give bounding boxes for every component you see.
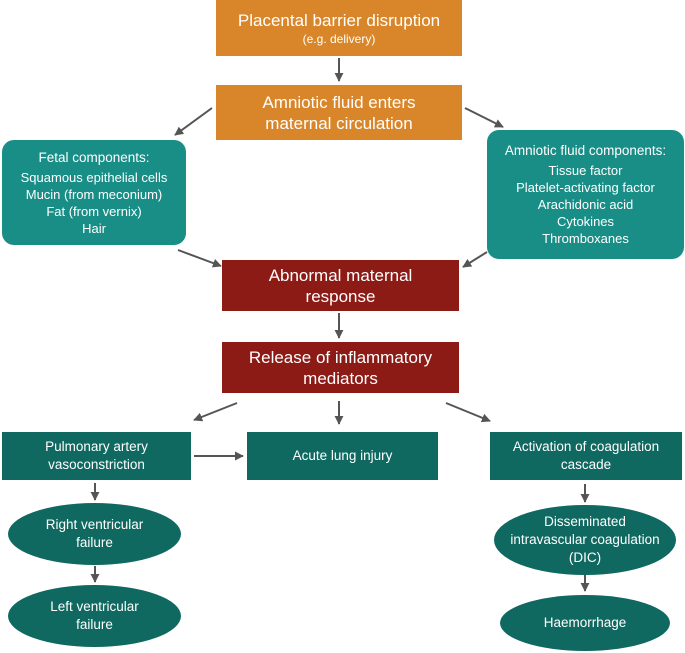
pulmonary-vasoconstriction-box: Pulmonary artery vasoconstriction	[2, 432, 191, 480]
pulmonary-line2: vasoconstriction	[48, 457, 145, 472]
amniotic-fluid-enters-box: Amniotic fluid enters maternal circulati…	[216, 85, 462, 140]
coagulation-cascade-box: Activation of coagulation cascade	[490, 432, 682, 480]
lvf-line1: Left ventricular	[50, 599, 139, 614]
fetal-item: Hair	[82, 220, 106, 236]
abnormal-maternal-response-box: Abnormal maternal response	[222, 260, 459, 311]
amniotic-enters-line1: Amniotic fluid enters	[262, 92, 416, 112]
fetal-components-box: Fetal components: Squamous epithelial ce…	[2, 140, 186, 245]
dic-ellipse: Disseminated intravascular coagulation (…	[494, 505, 676, 575]
fetal-item: Squamous epithelial cells	[20, 169, 168, 185]
amniotic-item: Platelet-activating factor	[516, 180, 655, 195]
rvf-line1: Right ventricular	[45, 517, 144, 532]
haemorrhage-ellipse: Haemorrhage	[500, 595, 670, 651]
dic-line2: intravascular coagulation	[510, 532, 660, 547]
amniotic-item: Arachidonic acid	[537, 197, 634, 212]
arrow-release-to-pulmonary	[193, 402, 238, 422]
acute-lung-injury-box: Acute lung injury	[247, 432, 438, 480]
abnormal-line2: response	[305, 286, 376, 306]
amniotic-item: Tissue factor	[548, 163, 623, 178]
amniotic-item: Thromboxanes	[542, 231, 629, 246]
amniotic-item: Cytokines	[556, 214, 615, 229]
fetal-item: Mucin (from meconium)	[25, 186, 163, 202]
arrow-components-to-abnormal	[462, 251, 488, 268]
rvf-line2: failure	[76, 535, 113, 550]
placental-line1: Placental barrier disruption	[237, 10, 441, 30]
placental-barrier-disruption-box: Placental barrier disruption (e.g. deliv…	[216, 0, 462, 56]
lvf-line2: failure	[76, 617, 113, 632]
arrow-fetal-to-abnormal	[177, 249, 222, 268]
amniotic-components-header: Amniotic fluid components:	[504, 143, 667, 158]
amniotic-fluid-components-box: Amniotic fluid components: Tissue factor…	[487, 130, 684, 259]
release-inflammatory-mediators-box: Release of inflammatory mediators	[222, 342, 459, 393]
coag-line1: Activation of coagulation	[512, 439, 660, 454]
left-ventricular-failure-ellipse: Left ventricular failure	[8, 585, 181, 647]
arrow-amniotic-to-components	[464, 107, 504, 128]
release-line2: mediators	[303, 368, 378, 388]
dic-line3: (DIC)	[568, 550, 602, 565]
dic-line1: Disseminated	[544, 514, 626, 529]
right-ventricular-failure-ellipse: Right ventricular failure	[8, 503, 181, 565]
release-line1: Release of inflammatory	[248, 347, 433, 367]
fetal-item: Fat (from vernix)	[46, 203, 142, 219]
pulmonary-line1: Pulmonary artery	[45, 439, 148, 454]
arrow-amniotic-to-fetal	[174, 107, 213, 136]
coag-line2: cascade	[560, 457, 612, 472]
abnormal-line1: Abnormal maternal	[268, 265, 413, 285]
amniotic-enters-line2: maternal circulation	[265, 113, 413, 133]
placental-line2: (e.g. delivery)	[302, 31, 376, 46]
lung-line1: Acute lung injury	[292, 448, 393, 463]
fetal-components-header: Fetal components:	[38, 149, 150, 165]
haem-line1: Haemorrhage	[543, 615, 627, 630]
arrow-release-to-coag	[445, 402, 491, 423]
